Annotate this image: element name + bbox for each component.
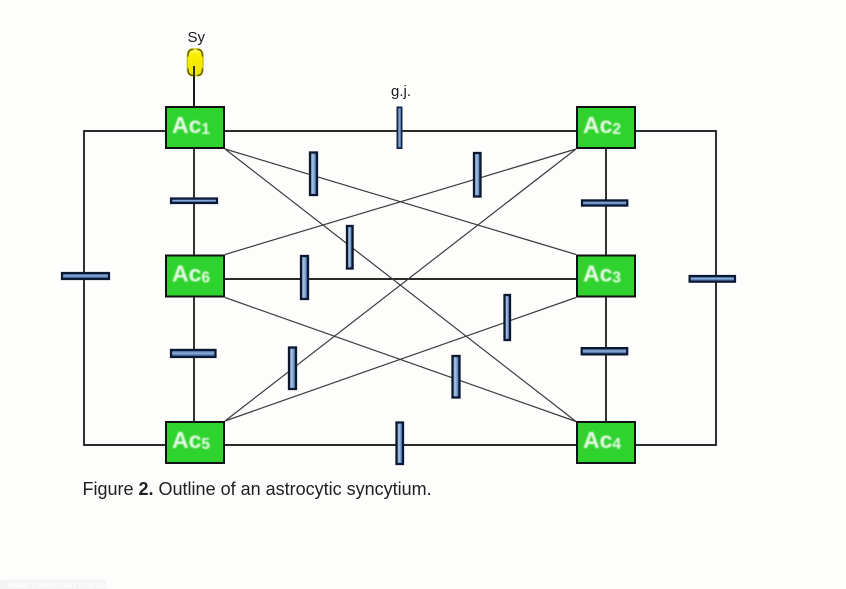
svg-text:Figure 2. Outline of an astroc: Figure 2. Outline of an astrocytic syncy… [83,479,432,499]
svg-text:g.j.: g.j. [391,83,411,100]
svg-text:www.frontiersin.org/cel: www.frontiersin.org/cel [7,580,108,589]
svg-text:Ac5: Ac5 [172,427,210,453]
svg-text:Sy: Sy [188,29,206,46]
